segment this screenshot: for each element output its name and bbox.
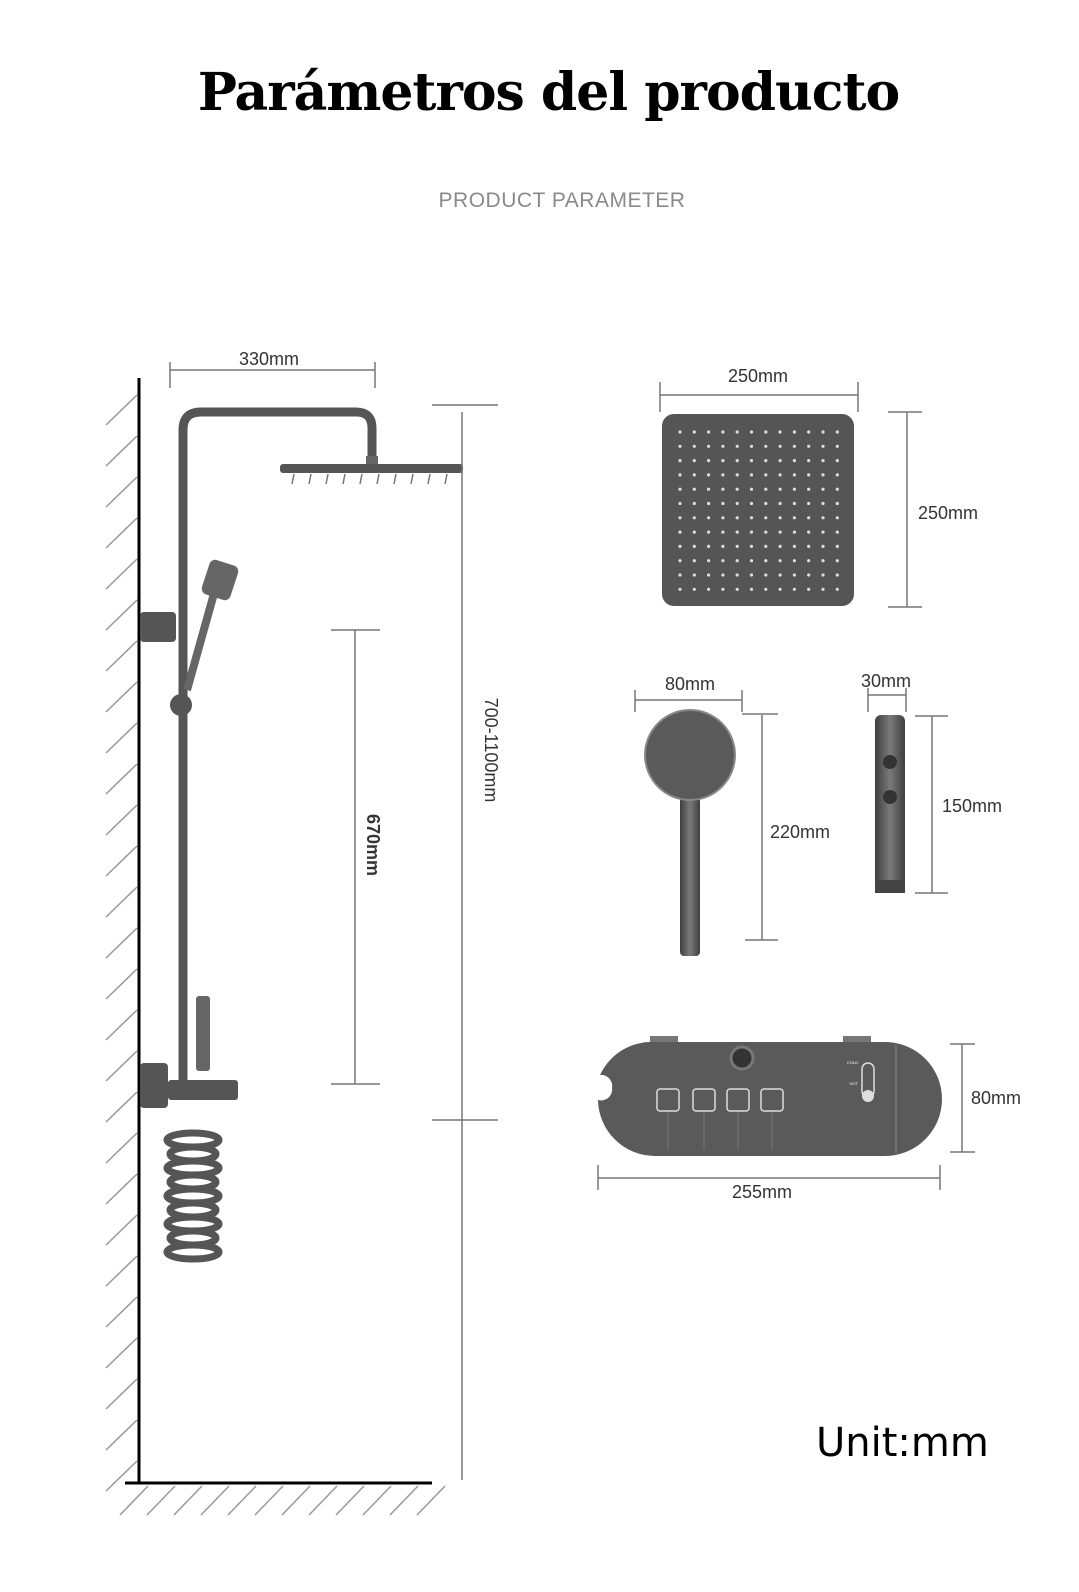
- unit-label: Unit:mm: [816, 1420, 989, 1466]
- spray-gun: [875, 715, 905, 893]
- panel-width-label: 255mm: [732, 1182, 792, 1202]
- handheld-length-label: 220mm: [770, 822, 830, 842]
- shower-head-side: [280, 464, 463, 473]
- arm-width-label: 330mm: [239, 349, 299, 369]
- panel-height-label: 80mm: [971, 1088, 1021, 1108]
- shower-head-top-view: [662, 414, 854, 606]
- wall: [105, 378, 446, 1516]
- handheld-diameter-label: 80mm: [665, 674, 715, 694]
- temp-hot-label: HOT: [850, 1081, 859, 1086]
- temp-cold-label: COLD: [847, 1060, 858, 1065]
- handheld-shower: [644, 709, 736, 956]
- dimension-lines: [169, 362, 498, 1480]
- page-subtitle: PRODUCT PARAMETER: [438, 189, 686, 212]
- spout-length-label: 150mm: [942, 796, 1002, 816]
- control-panel: COLD HOT: [598, 1036, 942, 1156]
- head-width-label: 250mm: [728, 366, 788, 386]
- total-height-label: 700-1100mm: [481, 698, 501, 803]
- page-title: Parámetros del producto: [197, 62, 900, 123]
- head-depth-label: 250mm: [918, 503, 978, 523]
- spout-width-label: 30mm: [861, 671, 911, 691]
- rod-height-label: 670mm: [363, 814, 383, 876]
- shower-column: [140, 407, 463, 1263]
